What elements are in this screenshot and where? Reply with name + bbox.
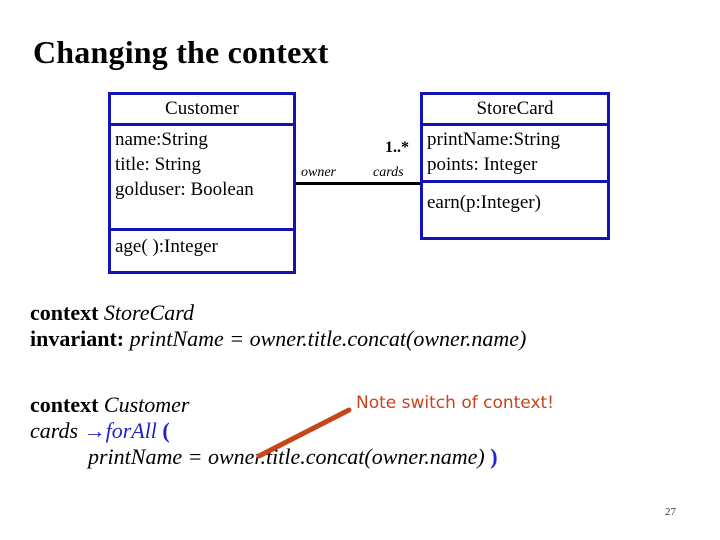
uml-attribute: golduser: Boolean	[115, 179, 254, 200]
ocl-keyword-invariant: invariant	[30, 326, 117, 351]
page-title: Changing the context	[33, 34, 329, 70]
ocl-keyword-context: context	[30, 300, 99, 325]
uml-operations-storecard: earn(p:Integer)	[423, 180, 607, 223]
uml-attribute: printName:String	[427, 129, 560, 150]
uml-attributes-storecard: printName:String points: Integer	[423, 123, 607, 180]
uml-attributes-customer: name:String title: String golduser: Bool…	[111, 123, 293, 209]
ocl-collection-name: cards	[30, 418, 79, 443]
uml-operation: age( ):Integer	[115, 236, 218, 257]
ocl-invariant-separator: :	[116, 326, 125, 351]
page-number: 27	[665, 506, 676, 518]
uml-association-line	[296, 182, 420, 185]
uml-attribute: points: Integer	[427, 154, 538, 175]
ocl-invariant-expression: printName = owner.title.concat(owner.nam…	[129, 326, 527, 351]
annotation-note-text: Note switch of context!	[356, 393, 554, 413]
ocl-open-paren: (	[162, 418, 170, 443]
ocl-body-expression: printName = owner.title.concat(owner.nam…	[88, 444, 485, 469]
uml-class-name-storecard: StoreCard	[476, 98, 554, 119]
uml-class-customer: Customer name:String title: String goldu…	[108, 92, 296, 274]
uml-attribute: title: String	[115, 154, 202, 175]
ocl-body-line-customer: printName = owner.title.concat(owner.nam…	[30, 444, 498, 470]
uml-operations-customer: age( ):Integer	[111, 228, 293, 265]
ocl-close-paren: )	[490, 444, 498, 469]
ocl-context-line-storecard: context StoreCard	[30, 300, 526, 326]
association-multiplicity-cards: 1..*	[385, 139, 409, 156]
ocl-collection-line-customer: cards →forAll (	[30, 418, 498, 444]
ocl-operation-forall: forAll	[105, 418, 157, 443]
uml-operation: earn(p:Integer)	[427, 192, 541, 213]
association-role-cards: cards	[373, 165, 404, 180]
ocl-context-type: StoreCard	[103, 300, 194, 325]
arrow-icon: →	[83, 418, 106, 443]
ocl-context-type: Customer	[103, 392, 190, 417]
uml-class-name-customer: Customer	[165, 98, 239, 119]
ocl-context-line-customer: context Customer	[30, 392, 498, 418]
association-role-owner: owner	[301, 165, 336, 180]
uml-attribute: name:String	[115, 129, 208, 150]
ocl-keyword-context: context	[30, 392, 99, 417]
uml-class-storecard: StoreCard printName:String points: Integ…	[420, 92, 610, 240]
ocl-constraint-storecard: context StoreCard invariant: printName =…	[30, 300, 526, 352]
ocl-invariant-line-storecard: invariant: printName = owner.title.conca…	[30, 326, 526, 352]
ocl-constraint-customer: context Customer cards →forAll ( printNa…	[30, 392, 498, 470]
